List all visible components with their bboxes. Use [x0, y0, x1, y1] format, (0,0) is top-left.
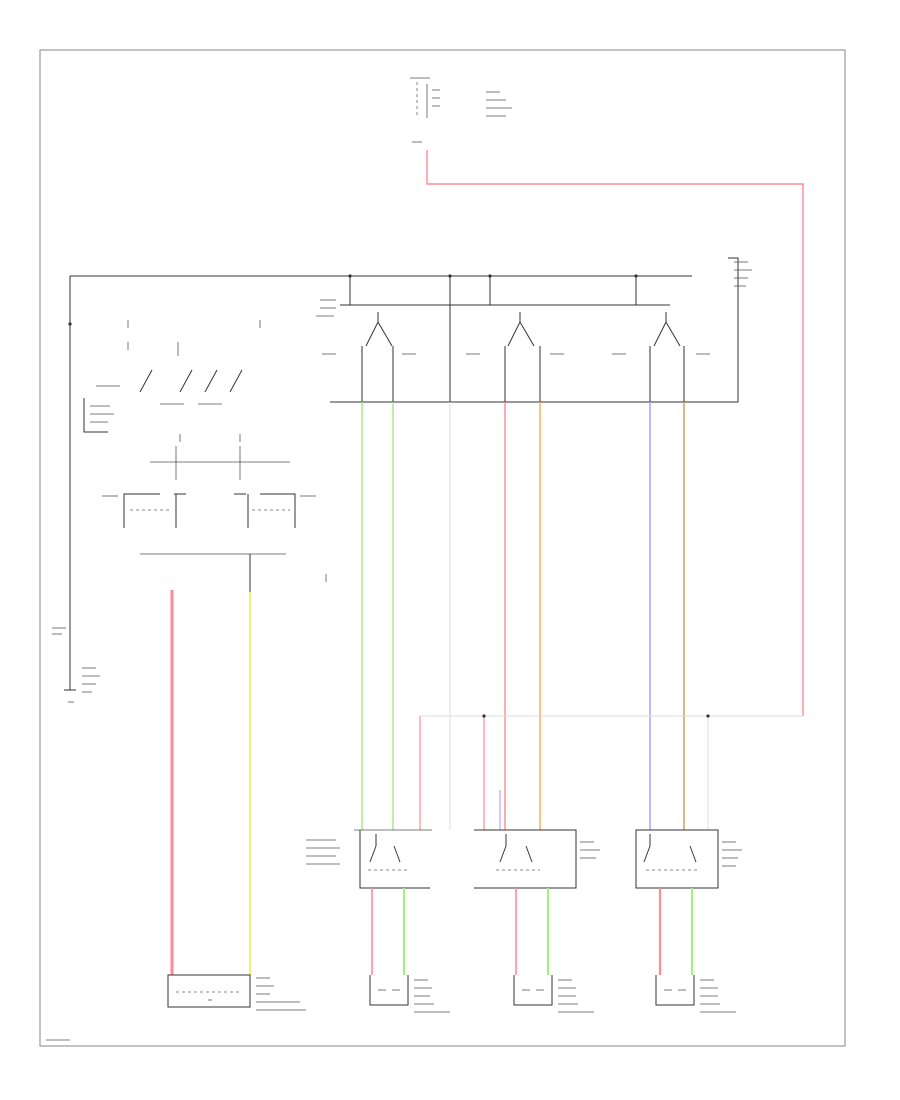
- power-control-unit: [69, 257, 752, 662]
- wire-runs: [170, 150, 804, 975]
- motor-1: [369, 975, 450, 1013]
- ground-symbol: [52, 627, 100, 703]
- diagram-frame: [39, 49, 846, 1047]
- lower-relay-boxes: [306, 829, 742, 889]
- splice-points: [68, 274, 710, 718]
- motor-3: [655, 975, 736, 1013]
- motor-2: [513, 975, 594, 1013]
- wire-red-power-feed: [426, 150, 804, 716]
- left-switch-module: [83, 320, 327, 592]
- motor-feeds: [371, 888, 694, 975]
- power-source: [410, 77, 512, 143]
- motor-left: [167, 974, 306, 1011]
